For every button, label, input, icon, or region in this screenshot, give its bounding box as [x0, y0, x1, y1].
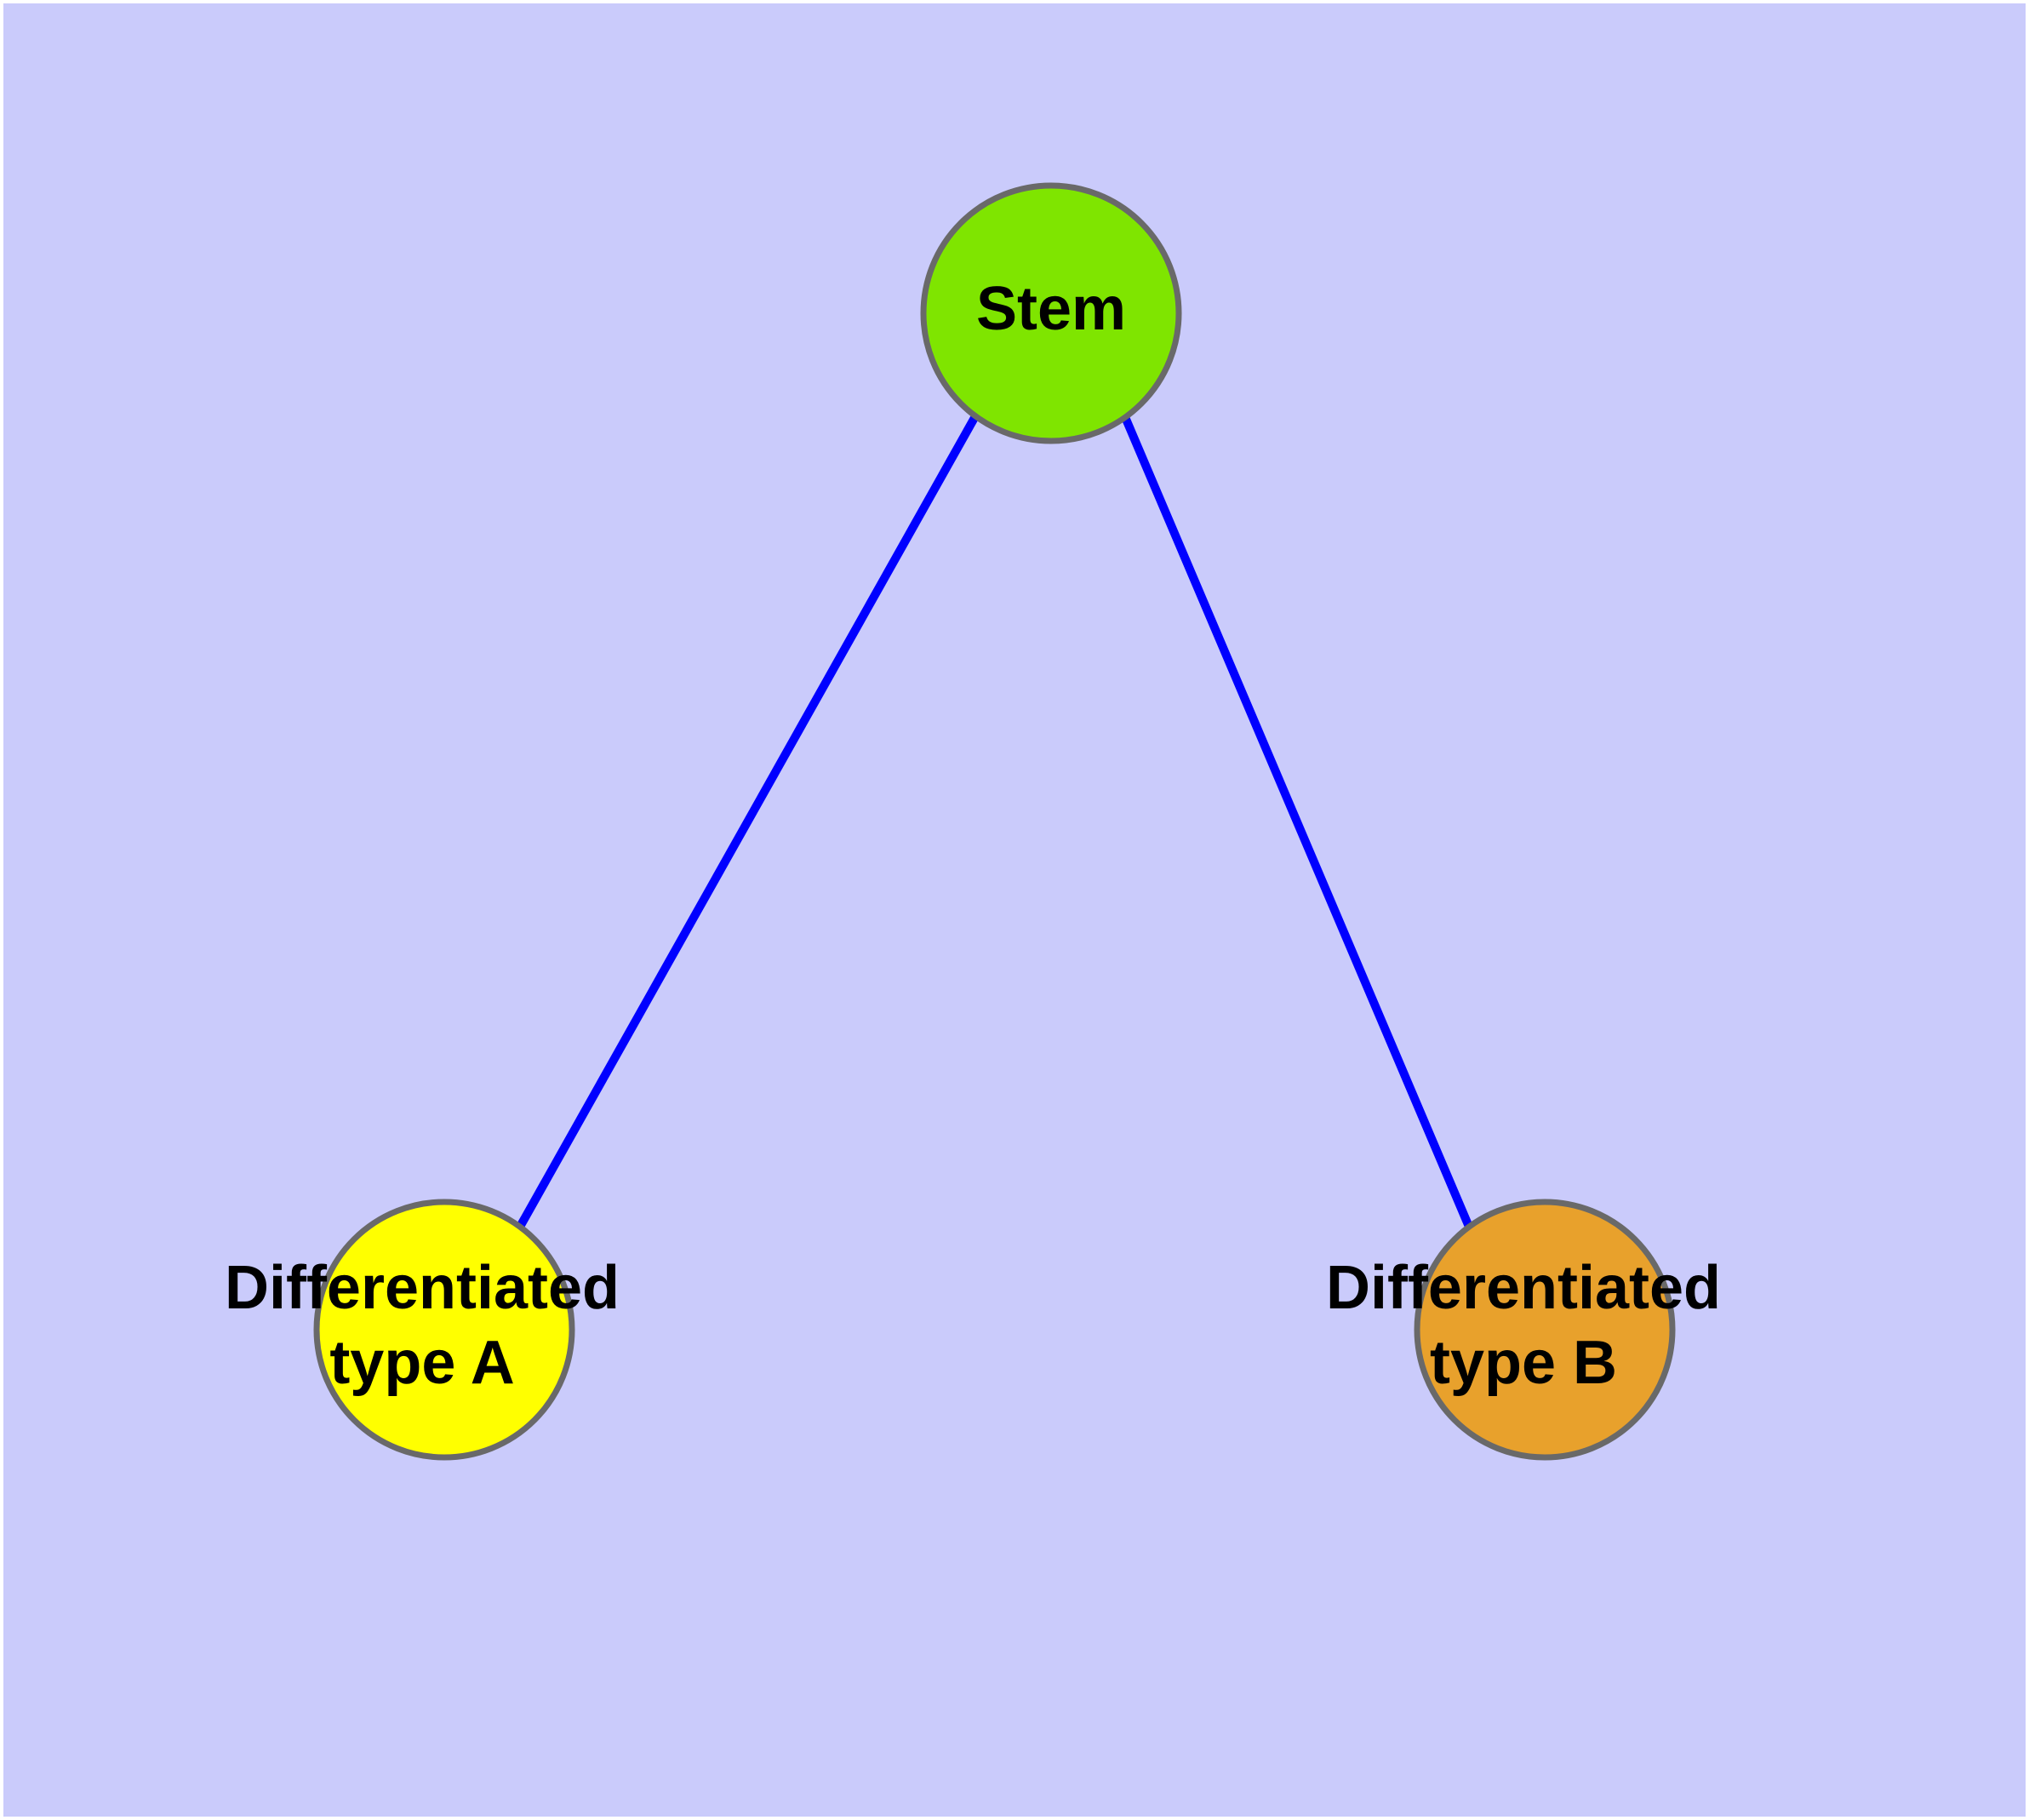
edge-stem-to-differentiated-type-b[interactable]	[1121, 415, 1473, 1228]
node-stem[interactable]: Stem	[920, 182, 1182, 444]
edge-stem-to-differentiated-type-a[interactable]	[516, 414, 980, 1229]
node-differentiated-type-b-circle[interactable]	[1414, 1199, 1676, 1461]
node-stem-circle[interactable]	[920, 182, 1182, 444]
node-stem-label: Stem	[976, 275, 1126, 343]
node-differentiated-type-a-circle[interactable]	[313, 1199, 575, 1461]
edge-layer	[516, 414, 1473, 1229]
